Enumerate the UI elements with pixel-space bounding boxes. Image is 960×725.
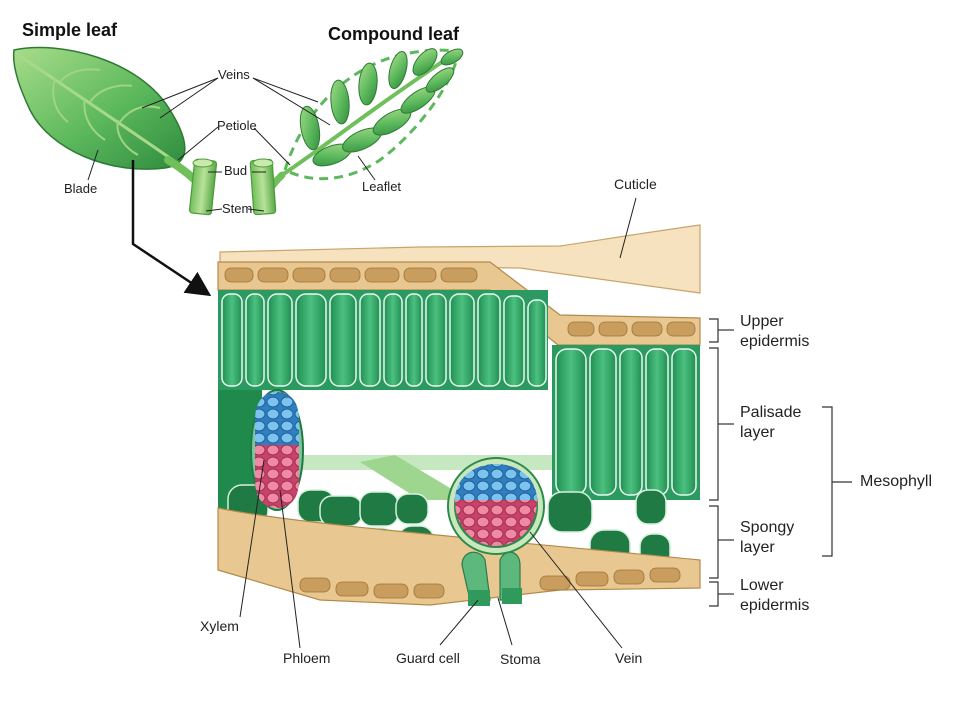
leaf-leader-lines — [87, 77, 376, 212]
compound-leaf-title: Compound leaf — [328, 24, 459, 44]
label-mesophyll: Mesophyll — [860, 473, 933, 490]
label-lower-epidermis-1: Lower — [740, 577, 784, 594]
label-phloem: Phloem — [283, 650, 331, 666]
label-stem: Stem — [222, 201, 253, 216]
center-vascular-bundle — [447, 457, 545, 555]
label-palisade-2: layer — [740, 424, 775, 441]
label-upper-epidermis-1: Upper — [740, 313, 784, 330]
magnify-arrow — [131, 160, 212, 297]
label-stoma: Stoma — [500, 651, 541, 667]
label-upper-epidermis-2: epidermis — [740, 333, 810, 350]
label-cuticle: Cuticle — [614, 176, 657, 192]
label-guard-cell: Guard cell — [396, 650, 460, 666]
label-blade: Blade — [64, 181, 98, 196]
simple-leaf-title: Simple leaf — [22, 20, 118, 40]
leaf-cross-section — [217, 224, 701, 606]
label-palisade-1: Palisade — [740, 404, 802, 421]
label-xylem: Xylem — [200, 618, 239, 634]
left-vascular-bundle — [250, 389, 304, 511]
label-spongy-1: Spongy — [740, 519, 795, 536]
label-bud: Bud — [224, 163, 248, 178]
label-veins: Veins — [218, 67, 250, 82]
section-leader-lines — [239, 197, 637, 649]
label-vein: Vein — [615, 650, 643, 666]
label-spongy-2: layer — [740, 539, 775, 556]
compound-leaf-illustration — [249, 48, 464, 216]
label-leaflet: Leaflet — [362, 179, 402, 194]
label-petiole: Petiole — [217, 118, 257, 133]
layer-brackets — [709, 318, 852, 607]
label-lower-epidermis-2: epidermis — [740, 597, 810, 614]
simple-leaf-illustration — [12, 46, 218, 216]
